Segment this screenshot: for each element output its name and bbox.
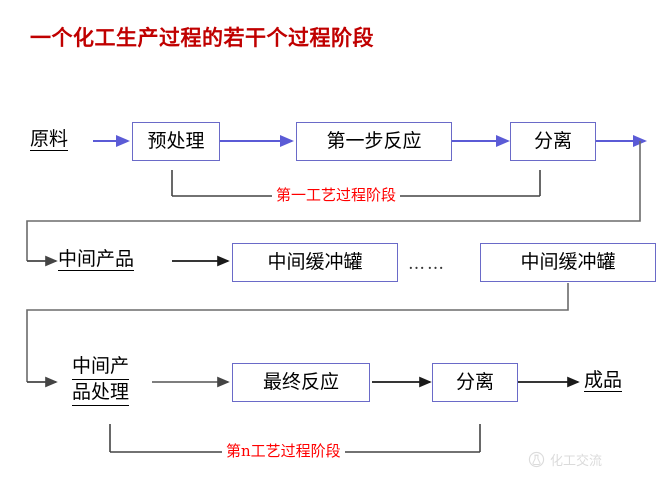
box-first-reaction-label: 第一步反应 [326, 130, 422, 152]
stage-caption-nth: 第n工艺过程阶段 [222, 444, 345, 459]
box-buffer-tank-1[interactable]: 中间缓冲罐 [232, 243, 398, 282]
stage-caption-first: 第一工艺过程阶段 [272, 188, 401, 203]
connector-row1-to-row2 [26, 141, 641, 261]
watermark: 化工交流 [528, 450, 602, 469]
label-intermediate-treatment: 中间产 品处理 [72, 355, 130, 408]
box-buffer-tank-2[interactable]: 中间缓冲罐 [480, 243, 656, 282]
box-separation-row3-label: 分离 [455, 371, 494, 393]
box-final-reaction[interactable]: 最终反应 [232, 363, 370, 402]
box-pretreatment-label: 预处理 [147, 130, 205, 152]
label-intermediate-product-text: 中间产品 [58, 248, 135, 271]
chemistry-flask-circle-icon [528, 451, 545, 468]
label-intermediate-product: 中间产品 [58, 248, 135, 271]
box-buffer-tank-2-label: 中间缓冲罐 [520, 251, 616, 273]
label-raw-material-text: 原料 [30, 128, 69, 151]
label-finished-product-text: 成品 [584, 369, 623, 392]
label-intermediate-treatment-line1: 中间产 [72, 355, 130, 380]
box-first-reaction[interactable]: 第一步反应 [296, 122, 452, 161]
box-buffer-tank-1-label: 中间缓冲罐 [267, 251, 363, 273]
label-finished-product: 成品 [584, 369, 623, 392]
watermark-text: 化工交流 [550, 454, 603, 469]
box-separation-row1-label: 分离 [533, 130, 572, 152]
label-intermediate-treatment-line2: 品处理 [72, 381, 130, 406]
page-title: 一个化工生产过程的若干个过程阶段 [30, 26, 374, 50]
label-raw-material: 原料 [30, 128, 69, 151]
box-separation-row1[interactable]: 分离 [510, 122, 596, 161]
box-final-reaction-label: 最终反应 [262, 371, 339, 393]
box-pretreatment[interactable]: 预处理 [132, 122, 220, 161]
box-separation-row3[interactable]: 分离 [432, 363, 518, 402]
ellipsis-separator: …… [408, 254, 446, 274]
connector-row2-to-row3 [26, 283, 569, 382]
